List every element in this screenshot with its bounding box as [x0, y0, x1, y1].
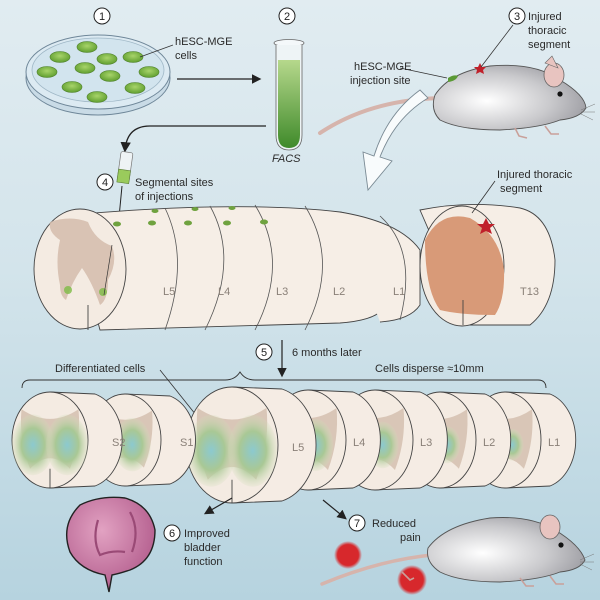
- bottom-spinal-cord: L1 L2 L3 L4 L5 S1 S2: [11, 386, 577, 504]
- step-7-badge: 7: [348, 514, 366, 532]
- top-spinal-cord: [33, 204, 386, 331]
- step-3-number: 3: [514, 11, 520, 23]
- injury-leader-line: [480, 24, 514, 68]
- dispersal-bracket: [21, 371, 547, 389]
- injected-cells-left: [64, 286, 72, 294]
- mouse-bottom: [320, 514, 595, 595]
- step-6-badge: 6: [163, 524, 181, 542]
- step-1-badge: 1: [93, 7, 111, 25]
- dish-label-line2: cells: [175, 50, 198, 62]
- differentiated-cells-spread: [113, 417, 151, 472]
- top-segment-L2: L2: [333, 286, 345, 298]
- step-4-badge: 4: [96, 173, 114, 191]
- bottom-segment-L1: L1: [548, 437, 560, 449]
- pain-label-line2: pain: [400, 532, 421, 544]
- pain-spot-tail: [334, 541, 362, 569]
- big-white-arrow: [362, 89, 429, 192]
- differentiated-cells-spread: [11, 414, 54, 476]
- arrow-tube-to-syringe: [120, 125, 266, 153]
- differentiated-cells-spread: [186, 414, 236, 487]
- injection-site-mark: [448, 75, 458, 82]
- bottom-segment-L4: L4: [353, 437, 365, 449]
- bladder-label-line2: bladder: [184, 542, 221, 554]
- pain-spot-paw: [397, 565, 427, 595]
- step-3-badge: 3: [508, 7, 526, 25]
- step-2-number: 2: [284, 11, 290, 23]
- t13-label-line2: segment: [500, 183, 542, 195]
- dish-label-line1: hESC-MGE: [175, 36, 232, 48]
- bottom-segment-L2: L2: [483, 437, 495, 449]
- step-6-number: 6: [169, 528, 175, 540]
- top-segment-L3: L3: [276, 286, 288, 298]
- six-months-label: 6 months later: [292, 347, 362, 359]
- bladder-label-line1: Improved: [184, 528, 230, 540]
- petri-dish: [25, 34, 171, 116]
- step-2-badge: 2: [278, 7, 296, 25]
- injection-site-label-line1: hESC-MGE: [354, 61, 411, 73]
- bottom-segment-S2: S2: [112, 437, 125, 449]
- pain-label-line1: Reduced: [372, 518, 416, 530]
- injection-site-label-line2: injection site: [350, 75, 411, 87]
- injection-sites-label-line1: Segmental sites: [135, 177, 214, 189]
- grey-matter: [49, 218, 115, 305]
- injured-segment-t13: [419, 203, 556, 327]
- step-5-number: 5: [261, 347, 267, 359]
- facs-label: FACS: [272, 153, 301, 165]
- disperse-label: Cells disperse ≈10mm: [375, 363, 484, 375]
- bottom-segment-L3: L3: [420, 437, 432, 449]
- injured-label-line3: segment: [528, 39, 570, 51]
- cell-colonies: [36, 41, 160, 103]
- injured-label-line2: thoracic: [528, 25, 567, 37]
- t13-leader-line: [471, 180, 496, 214]
- injured-label-line1: Injured: [528, 11, 562, 23]
- differentiated-cells-spread: [228, 414, 278, 487]
- step-5-badge: 5: [255, 343, 273, 361]
- bottom-segment-L5: L5: [292, 442, 304, 454]
- differentiated-cells-spread: [46, 414, 89, 476]
- step-1-number: 1: [99, 11, 105, 23]
- injury-star-icon: [477, 218, 495, 234]
- bladder-label-line3: function: [184, 556, 223, 568]
- injected-cells-right: [99, 288, 107, 296]
- step-7-number: 7: [354, 518, 360, 530]
- arrow-to-bladder: [203, 497, 233, 515]
- differentiated-label: Differentiated cells: [55, 363, 146, 375]
- injection-dots: [113, 206, 268, 227]
- top-segment-L1-label: L1: [393, 286, 405, 298]
- injection-sites-label-line2: of injections: [135, 191, 194, 203]
- top-segment-T13: T13: [520, 286, 539, 298]
- dish-leader-line: [139, 44, 174, 58]
- cord-slice-L5: L5: [185, 386, 317, 504]
- top-segment-L4: L4: [218, 286, 230, 298]
- bottom-segment-S1: S1: [180, 437, 193, 449]
- facs-tube: [273, 39, 305, 151]
- t13-label-line1: Injured thoracic: [497, 169, 573, 181]
- top-segment-L5: L5: [163, 286, 175, 298]
- injury-star-icon: [474, 63, 486, 74]
- step-4-number: 4: [102, 177, 108, 189]
- injured-tissue: [425, 216, 505, 315]
- bladder-icon: [66, 496, 156, 593]
- injection-site-leader-line: [399, 67, 448, 79]
- mouse-tail: [318, 96, 442, 135]
- arrow-to-mouse: [322, 499, 347, 520]
- cord-slice-S2: S2: [11, 391, 125, 489]
